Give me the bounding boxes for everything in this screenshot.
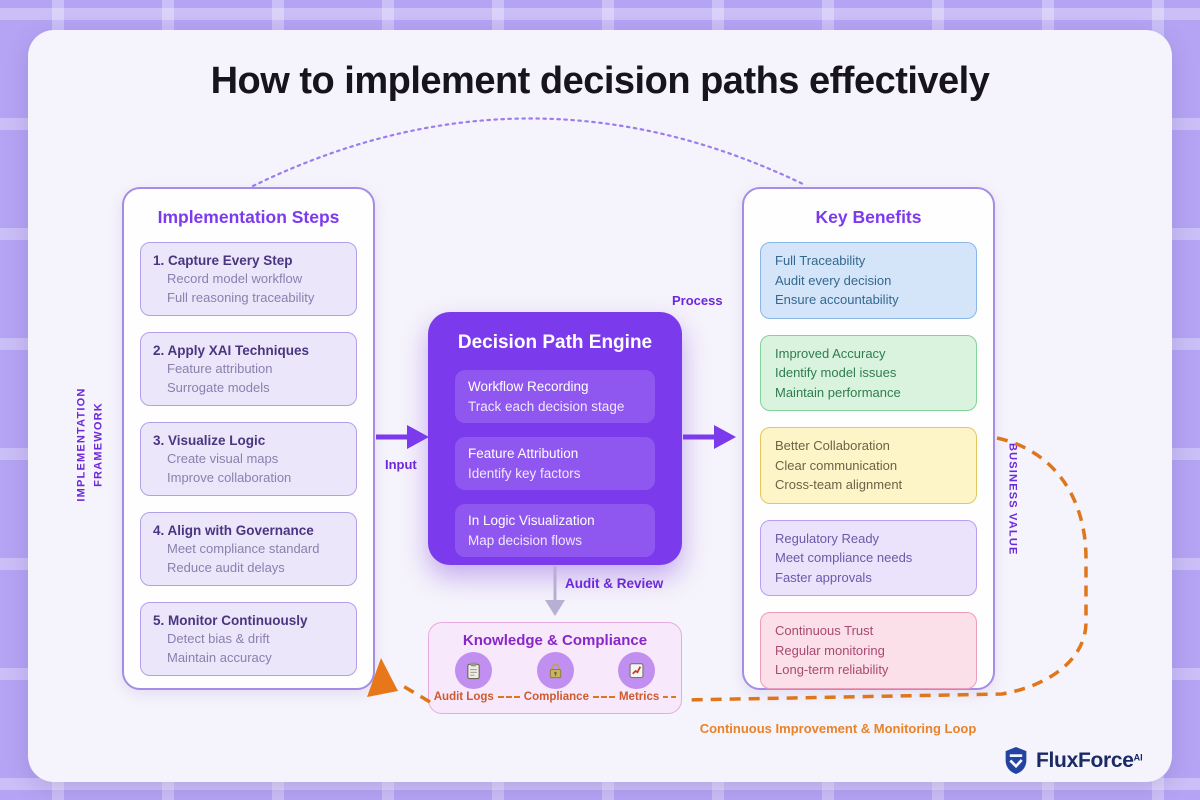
benefit-card-traceability: Full Traceability Audit every decision E… bbox=[760, 242, 977, 319]
engine-item-1: Workflow Recording Track each decision s… bbox=[455, 370, 655, 424]
dash-connector bbox=[497, 696, 520, 698]
step-line: Record model workflow bbox=[167, 271, 303, 287]
step-line: Meet compliance standard bbox=[167, 541, 320, 557]
benefit-line: Full Traceability bbox=[775, 253, 866, 268]
compliance-icon bbox=[536, 652, 574, 689]
benefit-line: Maintain performance bbox=[775, 384, 901, 400]
vertical-label-line: IMPLEMENTATION bbox=[75, 387, 88, 502]
engine-item-title: In Logic Visualization bbox=[468, 513, 595, 529]
benefit-line: Faster approvals bbox=[775, 569, 872, 585]
benefit-card-trust: Continuous Trust Regular monitoring Long… bbox=[760, 612, 977, 689]
engine-item-subtitle: Map decision flows bbox=[468, 532, 583, 548]
decision-path-engine: Decision Path Engine Workflow Recording … bbox=[428, 312, 682, 565]
step-line: Maintain accuracy bbox=[167, 649, 272, 665]
step-line: Improve collaboration bbox=[167, 469, 292, 485]
step-card-2: 2. Apply XAI Techniques Feature attribut… bbox=[140, 332, 357, 407]
engine-item-2: Feature Attribution Identify key factors bbox=[455, 437, 655, 491]
shield-icon bbox=[1005, 747, 1027, 774]
benefit-line: Regulatory Ready bbox=[775, 530, 880, 546]
knowledge-compliance-heading: Knowledge & Compliance bbox=[462, 632, 648, 649]
knowledge-icon-row bbox=[429, 649, 681, 689]
engine-item-subtitle: Track each decision stage bbox=[468, 398, 625, 414]
benefit-line: Improved Accuracy bbox=[775, 345, 886, 361]
step-card-1: 1. Capture Every Step Record model workf… bbox=[140, 242, 357, 317]
step-line: Create visual maps bbox=[167, 451, 279, 467]
input-label: Input bbox=[385, 457, 417, 472]
step-line: Detect bias & drift bbox=[167, 631, 270, 647]
brand-logo: FluxForceAI bbox=[1003, 746, 1143, 775]
process-label: Process bbox=[672, 293, 723, 308]
page-title: How to implement decision paths effectiv… bbox=[210, 60, 990, 102]
benefit-card-accuracy: Improved Accuracy Identify model issues … bbox=[760, 334, 977, 411]
implementation-steps-heading: Implementation Steps bbox=[157, 207, 340, 227]
brand-name: FluxForceAI bbox=[1036, 748, 1143, 772]
vertical-label-line: FRAMEWORK bbox=[92, 402, 104, 487]
audit-review-label: Audit & Review bbox=[565, 576, 664, 591]
engine-item-title: Feature Attribution bbox=[468, 446, 579, 462]
key-benefits-panel: Key Benefits Full Traceability Audit eve… bbox=[742, 187, 995, 690]
step-card-4: 4. Align with Governance Meet compliance… bbox=[140, 512, 357, 587]
engine-item-title: Workflow Recording bbox=[468, 379, 589, 394]
benefit-line: Long-term reliability bbox=[775, 662, 889, 677]
benefit-line: Ensure accountability bbox=[775, 292, 899, 307]
step-title: 2. Apply XAI Techniques bbox=[153, 343, 310, 359]
step-line: Feature attribution bbox=[167, 361, 273, 377]
dash-connector bbox=[592, 696, 615, 698]
audit-logs-label: Audit Logs bbox=[433, 691, 494, 703]
audit-logs-icon bbox=[455, 652, 492, 689]
benefit-card-regulatory: Regulatory Ready Meet compliance needs F… bbox=[760, 519, 977, 596]
step-line: Reduce audit delays bbox=[167, 559, 285, 575]
step-line: Full reasoning traceability bbox=[167, 289, 315, 305]
compliance-label: Compliance bbox=[523, 691, 589, 703]
implementation-steps-panel: Implementation Steps 1. Capture Every St… bbox=[122, 187, 375, 690]
metrics-label: Metrics bbox=[618, 691, 660, 703]
continuous-loop-caption: Continuous Improvement & Monitoring Loop bbox=[699, 721, 977, 736]
knowledge-label-row: Audit Logs Compliance Metrics bbox=[434, 691, 677, 703]
benefit-line: Identify model issues bbox=[775, 365, 897, 380]
engine-item-3: In Logic Visualization Map decision flow… bbox=[455, 504, 655, 558]
step-title: 5. Monitor Continuously bbox=[153, 613, 308, 629]
step-title: 3. Visualize Logic bbox=[153, 433, 266, 449]
dash-connector bbox=[663, 696, 677, 698]
metrics-icon bbox=[618, 652, 655, 689]
clipboard-icon bbox=[467, 662, 480, 680]
benefit-line: Meet compliance needs bbox=[775, 550, 913, 565]
lock-icon bbox=[549, 663, 561, 679]
step-card-5: 5. Monitor Continuously Detect bias & dr… bbox=[140, 602, 357, 677]
benefit-line: Cross-team alignment bbox=[775, 477, 903, 492]
implementation-framework-label: IMPLEMENTATION FRAMEWORK bbox=[74, 345, 107, 545]
benefit-card-collaboration: Better Collaboration Clear communication… bbox=[760, 427, 977, 504]
key-benefits-heading: Key Benefits bbox=[815, 207, 922, 227]
benefit-line: Better Collaboration bbox=[775, 438, 890, 453]
step-title: 4. Align with Governance bbox=[153, 523, 314, 539]
knowledge-compliance-box: Knowledge & Compliance bbox=[428, 622, 682, 714]
step-line: Surrogate models bbox=[167, 379, 270, 395]
benefit-line: Audit every decision bbox=[775, 272, 892, 288]
benefit-line: Clear communication bbox=[775, 457, 898, 473]
chart-icon bbox=[629, 663, 644, 679]
step-title: 1. Capture Every Step bbox=[153, 253, 293, 268]
benefit-line: Continuous Trust bbox=[775, 623, 874, 638]
benefit-line: Regular monitoring bbox=[775, 642, 885, 658]
engine-heading: Decision Path Engine bbox=[457, 332, 653, 353]
engine-item-subtitle: Identify key factors bbox=[468, 465, 581, 481]
step-card-3: 3. Visualize Logic Create visual maps Im… bbox=[140, 422, 357, 497]
brand-suffix: AI bbox=[1133, 752, 1143, 763]
business-value-label: BUSINESS VALUE bbox=[1006, 442, 1019, 556]
